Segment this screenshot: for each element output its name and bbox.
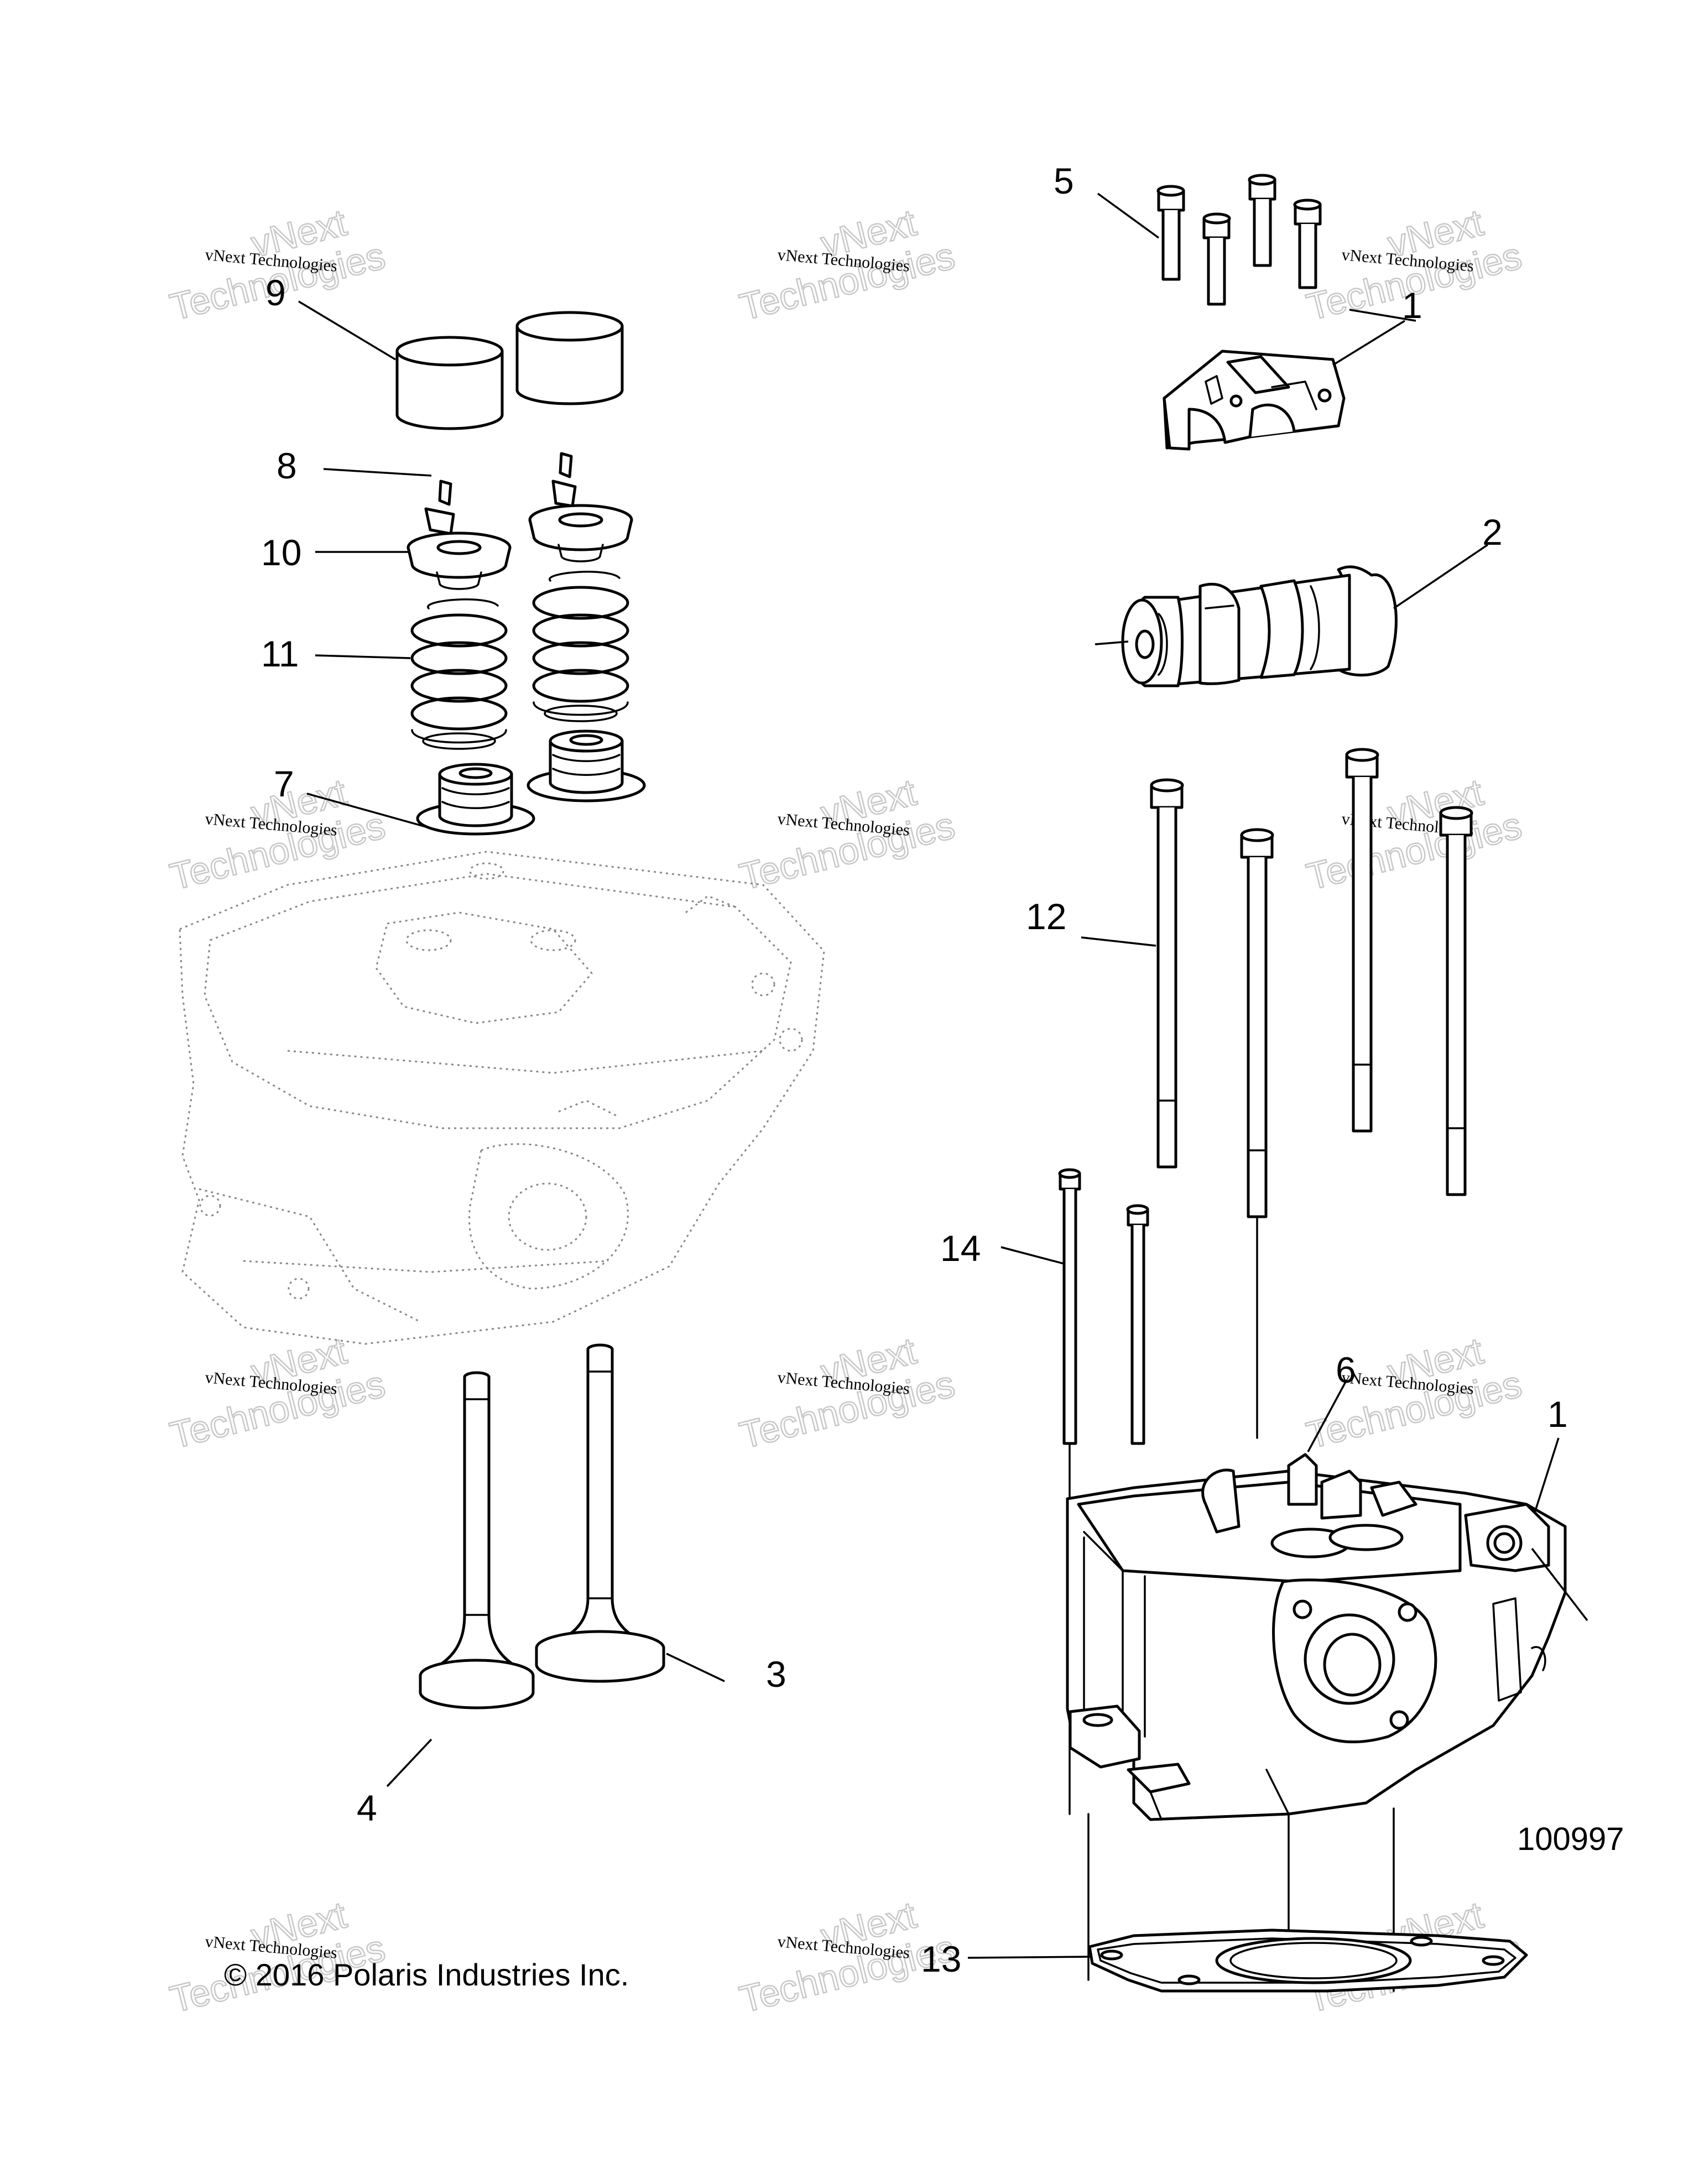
figure-id: 100997 — [1517, 1821, 1624, 1857]
part-5-bolt-2 — [1202, 212, 1231, 306]
part-14-bolt-1 — [1058, 1168, 1081, 1445]
part-3-valve-right — [535, 1343, 665, 1683]
callout-13: 13 — [921, 1938, 961, 1979]
part-1-camshaft-cap — [1163, 350, 1346, 451]
leader-lines — [298, 192, 1588, 1959]
part-5-bolt-4 — [1293, 199, 1322, 289]
callout-12: 12 — [1026, 896, 1066, 937]
part-12-head-bolt-4 — [1439, 806, 1473, 1196]
part-5-bolt-3 — [1248, 174, 1276, 267]
callout-5: 5 — [1054, 160, 1074, 201]
part-5-bolt-1 — [1156, 185, 1185, 281]
part-7-valve-stem-seal-left — [416, 763, 535, 836]
part-7-valve-stem-seal-right — [527, 729, 646, 802]
part-10-spring-retainer-left — [406, 531, 512, 590]
callout-14: 14 — [940, 1228, 981, 1269]
part-9-valve-bucket-left — [395, 336, 504, 430]
part-1-cylinder-head — [1066, 1453, 1567, 1821]
callout-6: 6 — [1336, 1349, 1356, 1390]
part-2-camshaft — [1121, 565, 1398, 687]
part-14-bolt-2 — [1126, 1204, 1149, 1445]
callout-1-head: 1 — [1547, 1394, 1568, 1435]
callout-11: 11 — [261, 633, 299, 674]
callout-9: 9 — [265, 272, 286, 313]
part-12-head-bolt-3 — [1345, 748, 1379, 1133]
callout-labels: 9 8 10 11 7 4 3 5 1 2 12 14 6 1 13 — [261, 160, 1568, 1979]
part-11-valve-spring-right — [532, 571, 629, 722]
copyright-notice: © 2016 Polaris Industries Inc. — [224, 1957, 629, 1992]
part-12-head-bolt-1 — [1150, 778, 1184, 1169]
part-11-valve-spring-left — [410, 598, 508, 750]
callout-2: 2 — [1482, 512, 1503, 552]
part-13-head-gasket — [1088, 1928, 1528, 1993]
part-12-head-bolt-2 — [1240, 828, 1274, 1218]
callout-1-top: 1 — [1402, 285, 1422, 326]
callout-4: 4 — [357, 1787, 377, 1828]
part-4-valve-left — [419, 1371, 535, 1709]
callout-8: 8 — [277, 445, 297, 486]
callout-7: 7 — [274, 763, 294, 804]
part-10-spring-retainer-right — [528, 504, 633, 562]
callout-3: 3 — [766, 1654, 786, 1695]
phantom-cylinder-head — [179, 851, 825, 1345]
part-8-valve-keeper-left — [424, 479, 455, 535]
callout-10: 10 — [261, 532, 301, 573]
part-9-valve-bucket-right — [515, 311, 624, 405]
part-8-valve-keeper-right — [551, 452, 577, 508]
